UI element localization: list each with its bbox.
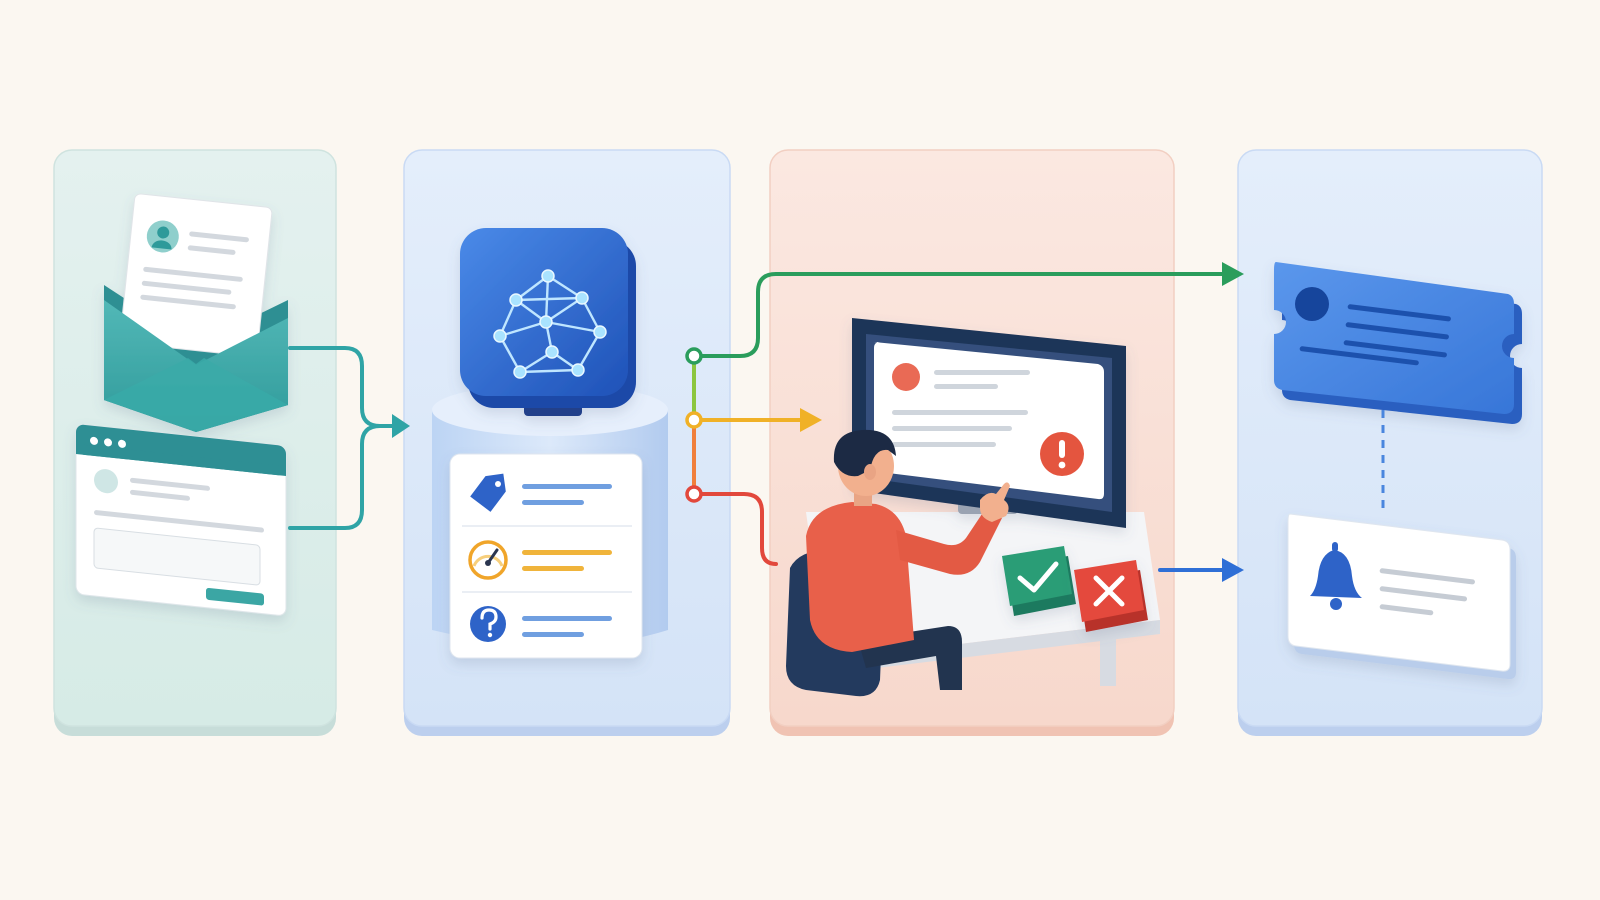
web-form-icon	[75, 424, 287, 616]
intake-connector	[288, 346, 410, 530]
approve-check-icon[interactable]	[1002, 546, 1076, 616]
reviewer-person	[786, 429, 1010, 697]
email-with-letter-icon	[104, 193, 288, 432]
route-yellow	[685, 408, 822, 432]
classification-card	[449, 453, 643, 659]
ticket-icon	[1274, 262, 1522, 424]
route-green	[685, 262, 1244, 365]
gauge-icon	[468, 540, 508, 580]
alert-icon	[1040, 432, 1084, 476]
route-red	[685, 485, 778, 566]
reject-x-icon[interactable]	[1074, 560, 1148, 632]
neural-network-icon	[460, 228, 636, 416]
route-review-to-notification	[1158, 558, 1244, 582]
bell-notification-icon	[1287, 513, 1516, 680]
question-icon	[470, 606, 506, 642]
tag-icon	[470, 473, 506, 512]
